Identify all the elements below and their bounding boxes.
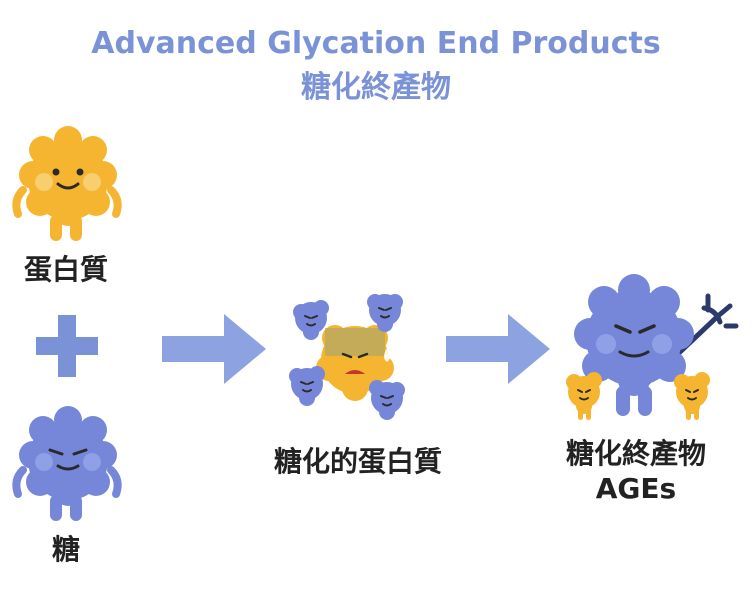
- protein-character: [12, 126, 122, 241]
- ages-label-chinese: 糖化終產物: [565, 437, 706, 470]
- title-english: Advanced Glycation End Products: [91, 26, 661, 61]
- arrow-2-icon: [446, 314, 550, 384]
- glycated-protein-label: 糖化的蛋白質: [273, 445, 442, 478]
- sugar-label: 糖: [51, 533, 80, 566]
- glycated-protein-cluster: [289, 294, 405, 420]
- title-chinese: 糖化終產物: [301, 70, 451, 105]
- plus-icon: [36, 315, 98, 377]
- ages-label-english: AGEs: [595, 472, 677, 505]
- protein-label: 蛋白質: [23, 253, 108, 286]
- sugar-character: [12, 406, 122, 521]
- ages-character: [566, 274, 739, 420]
- arrow-1-icon: [162, 314, 266, 384]
